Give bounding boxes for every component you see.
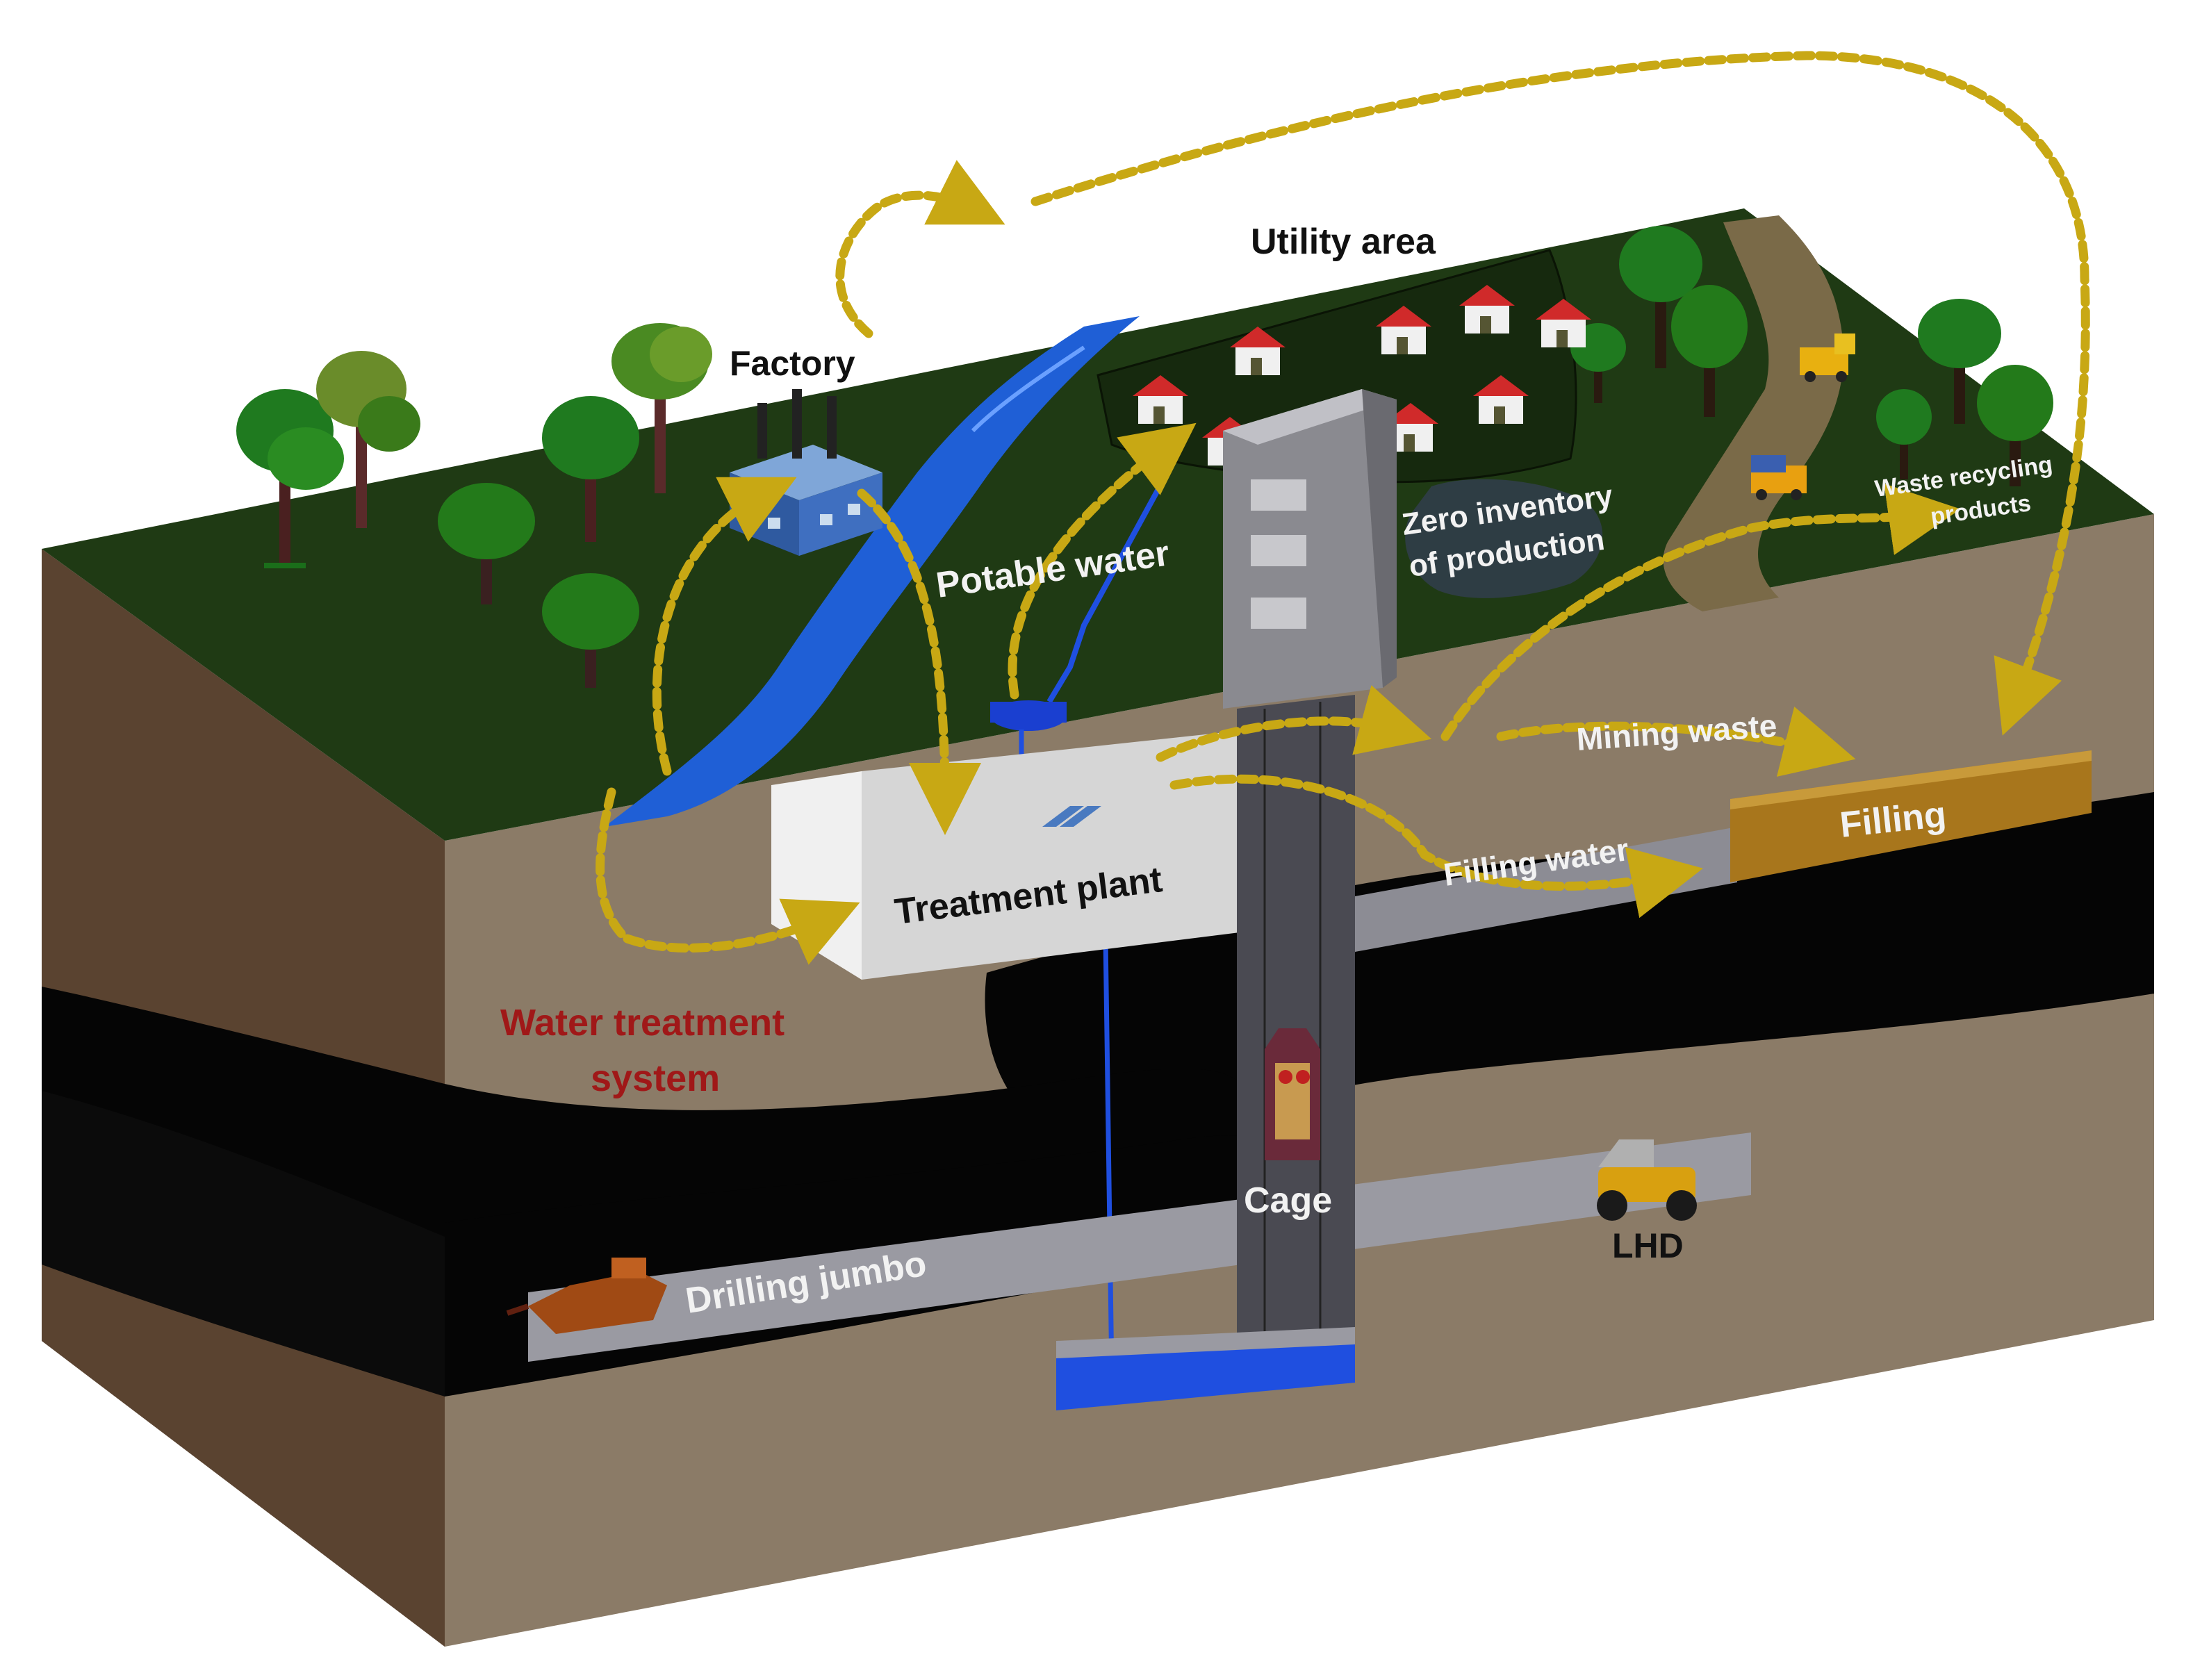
tree-icon — [611, 323, 712, 493]
arrow-loop-to-plant — [596, 787, 860, 965]
tree-icon — [1619, 226, 1702, 368]
tree-icon — [1918, 299, 2001, 424]
arrow-top-loop — [1030, 51, 2090, 736]
tree-icon — [542, 396, 639, 542]
label-factory: Factory — [730, 344, 855, 383]
filling-block — [1730, 750, 2092, 882]
sump-floor — [1056, 1327, 1355, 1358]
house-icon — [1473, 375, 1529, 424]
truck-icon — [1751, 455, 1807, 500]
tree-icon — [316, 351, 420, 528]
coal-seam-side-lower — [42, 1091, 445, 1397]
label-lhd: LHD — [1612, 1226, 1684, 1265]
headframe-icon — [1223, 389, 1397, 709]
tree-icon — [1876, 389, 1932, 479]
solar-panel-icon — [1042, 806, 1101, 827]
tree-icon — [236, 389, 344, 568]
filling-top — [1730, 750, 2092, 809]
sump-water — [1056, 1341, 1355, 1410]
arrow-river-to-factory — [652, 477, 797, 776]
flow-arrows — [596, 51, 2090, 965]
tree-icon — [1671, 285, 1748, 417]
river-highlight — [971, 345, 1085, 433]
arrow-factory-to-plant — [857, 488, 981, 835]
lhd-loader-icon — [1597, 1139, 1697, 1221]
arrow-mining-waste-to-filling — [1496, 706, 1856, 777]
grass-top-surface — [42, 208, 2154, 841]
house-icon — [1376, 306, 1431, 354]
label-utility-area: Utility area — [1251, 222, 1436, 262]
house-icon — [1459, 285, 1515, 333]
arrow-to-recycling — [1440, 483, 1961, 741]
cage-icon — [1265, 1028, 1320, 1160]
arrow-factory-loop — [835, 160, 1005, 338]
zero-inventory-pond — [1405, 479, 1603, 598]
dirt-road — [1663, 215, 1843, 611]
arrow-reservoir-to-homes — [1008, 422, 1197, 700]
river — [605, 316, 1140, 827]
tree-icon — [438, 483, 535, 604]
house-icon — [1133, 375, 1188, 424]
label-water-treatment-2: system — [591, 1057, 720, 1099]
lower-tunnel — [528, 1133, 1751, 1362]
tree-icon — [542, 573, 639, 688]
label-water-treatment-1: Water treatment — [500, 1002, 785, 1044]
arrow-plant-to-filling-water — [1169, 774, 1703, 919]
trees — [236, 226, 2053, 688]
truck-icon — [1800, 333, 1855, 382]
house-icon — [1536, 299, 1591, 347]
tree-icon — [1977, 365, 2053, 486]
label-cage: Cage — [1244, 1180, 1332, 1221]
arrow-plant-to-mining-waste — [1156, 685, 1432, 762]
house-icon — [1230, 327, 1286, 375]
drilling-jumbo-icon — [506, 1258, 667, 1334]
